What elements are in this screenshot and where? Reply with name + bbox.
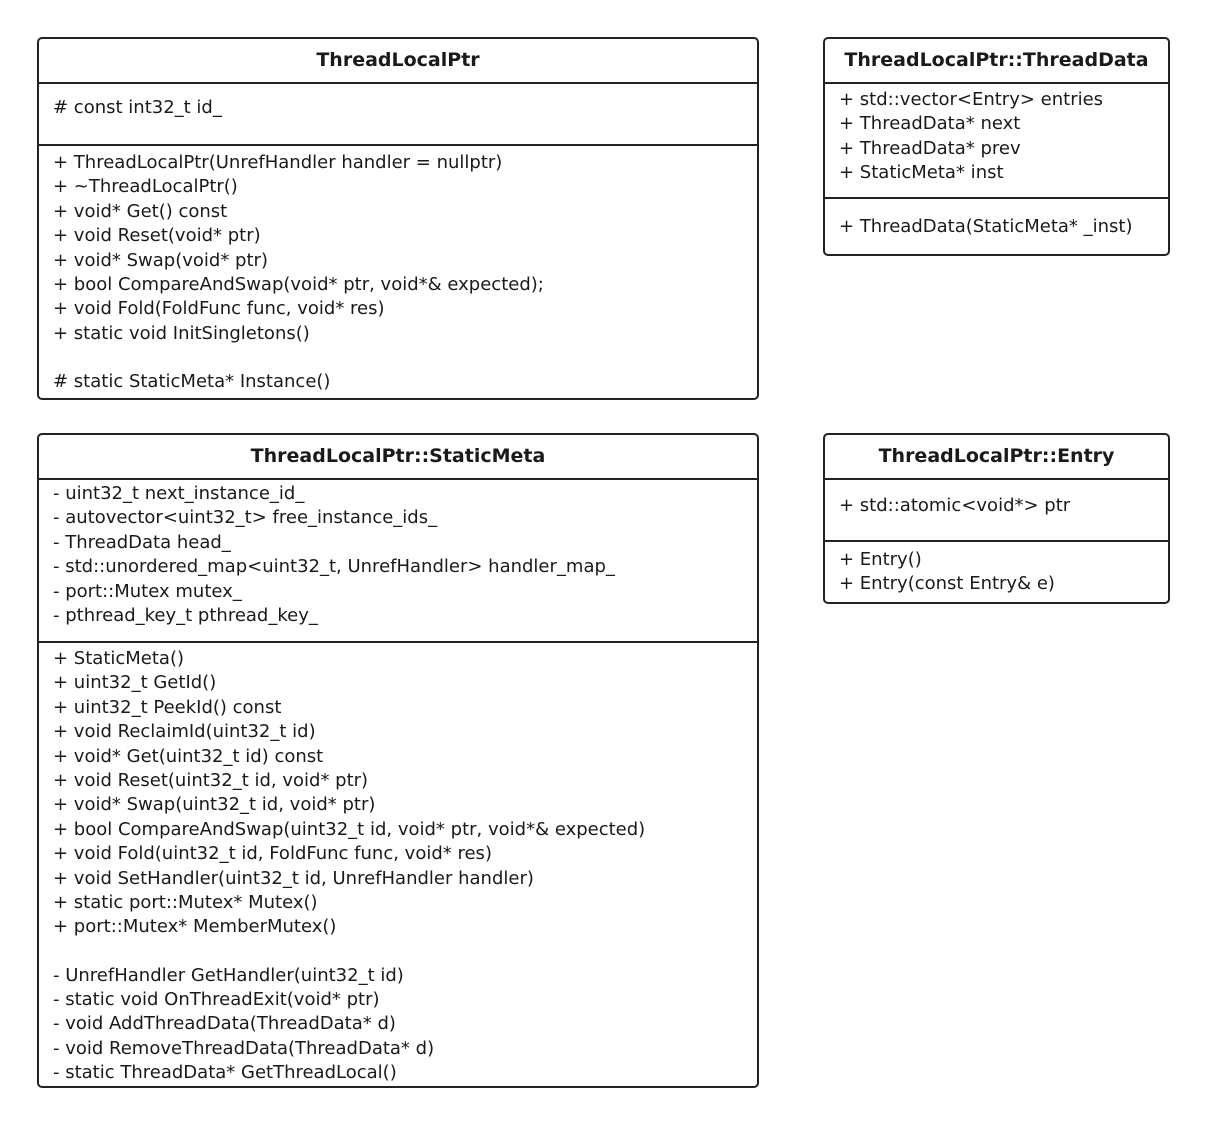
attribute: + ThreadData* prev: [839, 137, 1021, 159]
attribute: - port::Mutex mutex_: [53, 580, 242, 602]
methods-section: + StaticMeta() + uint32_t GetId() + uint…: [39, 643, 757, 1086]
attribute: + StaticMeta* inst: [839, 162, 1004, 184]
attributes-section: - uint32_t next_instance_id_ - autovecto…: [39, 480, 757, 643]
method: + uint32_t PeekId() const: [53, 696, 282, 718]
method: + static void InitSingletons(): [53, 322, 310, 344]
method: # static StaticMeta* Instance(): [53, 371, 331, 393]
method: + void* Get(uint32_t id) const: [53, 745, 324, 767]
class-box-threaddata[interactable]: ThreadLocalPtr::ThreadData + std::vector…: [823, 37, 1170, 256]
method: + void SetHandler(uint32_t id, UnrefHand…: [53, 867, 534, 889]
attribute: + std::vector<Entry> entries: [839, 89, 1104, 110]
method: + uint32_t GetId(): [53, 672, 217, 694]
method: + void* Swap(void* ptr): [53, 249, 268, 271]
class-name: ThreadLocalPtr::ThreadData: [825, 39, 1168, 84]
class-box-threadlocalptr[interactable]: ThreadLocalPtr # const int32_t id_ + Thr…: [37, 37, 759, 400]
method: + Entry(const Entry& e): [839, 573, 1055, 595]
method: + StaticMeta(): [53, 648, 185, 669]
attribute: - uint32_t next_instance_id_: [53, 483, 305, 504]
method: - void RemoveThreadData(ThreadData* d): [53, 1037, 435, 1059]
attribute: - ThreadData head_: [53, 531, 231, 553]
method: + ThreadData(StaticMeta* _inst): [839, 216, 1133, 237]
method: + void* Swap(uint32_t id, void* ptr): [53, 794, 376, 816]
method-group-gap: [53, 940, 757, 964]
method: + void Reset(uint32_t id, void* ptr): [53, 769, 369, 791]
class-name: ThreadLocalPtr: [39, 39, 757, 84]
attribute: - pthread_key_t pthread_key_: [53, 604, 318, 626]
attribute: # const int32_t id_: [53, 97, 222, 118]
attributes-section: + std::vector<Entry> entries + ThreadDat…: [825, 84, 1168, 199]
attributes-section: # const int32_t id_: [39, 84, 757, 146]
method: + port::Mutex* MemberMutex(): [53, 916, 337, 938]
method: - static ThreadData* GetThreadLocal(): [53, 1062, 397, 1084]
method: + ~ThreadLocalPtr(): [53, 176, 238, 198]
method: + bool CompareAndSwap(uint32_t id, void*…: [53, 818, 646, 840]
method: + bool CompareAndSwap(void* ptr, void*& …: [53, 273, 544, 295]
method: + void Reset(void* ptr): [53, 225, 261, 247]
attribute: - std::unordered_map<uint32_t, UnrefHand…: [53, 556, 615, 578]
method-group-gap: [53, 346, 757, 370]
method: + void Fold(FoldFunc func, void* res): [53, 298, 385, 320]
method: + Entry(): [839, 549, 922, 570]
attribute: + std::atomic<void*> ptr: [839, 495, 1071, 516]
method: - static void OnThreadExit(void* ptr): [53, 989, 380, 1011]
methods-section: + ThreadLocalPtr(UnrefHandler handler = …: [39, 146, 757, 398]
class-box-entry[interactable]: ThreadLocalPtr::Entry + std::atomic<void…: [823, 433, 1170, 604]
method: + void* Get() const: [53, 200, 228, 222]
attributes-section: + std::atomic<void*> ptr: [825, 480, 1168, 542]
class-name: ThreadLocalPtr::StaticMeta: [39, 435, 757, 480]
attribute: + ThreadData* next: [839, 113, 1021, 135]
class-name: ThreadLocalPtr::Entry: [825, 435, 1168, 480]
methods-section: + Entry() + Entry(const Entry& e): [825, 542, 1168, 602]
method: - UnrefHandler GetHandler(uint32_t id): [53, 964, 404, 986]
attribute: - autovector<uint32_t> free_instance_ids…: [53, 507, 438, 529]
method: + static port::Mutex* Mutex(): [53, 891, 318, 913]
method: + void ReclaimId(uint32_t id): [53, 721, 316, 743]
method: + ThreadLocalPtr(UnrefHandler handler = …: [53, 152, 503, 173]
method: + void Fold(uint32_t id, FoldFunc func, …: [53, 843, 492, 865]
methods-section: + ThreadData(StaticMeta* _inst): [825, 199, 1168, 254]
class-box-staticmeta[interactable]: ThreadLocalPtr::StaticMeta - uint32_t ne…: [37, 433, 759, 1088]
method: - void AddThreadData(ThreadData* d): [53, 1013, 396, 1035]
